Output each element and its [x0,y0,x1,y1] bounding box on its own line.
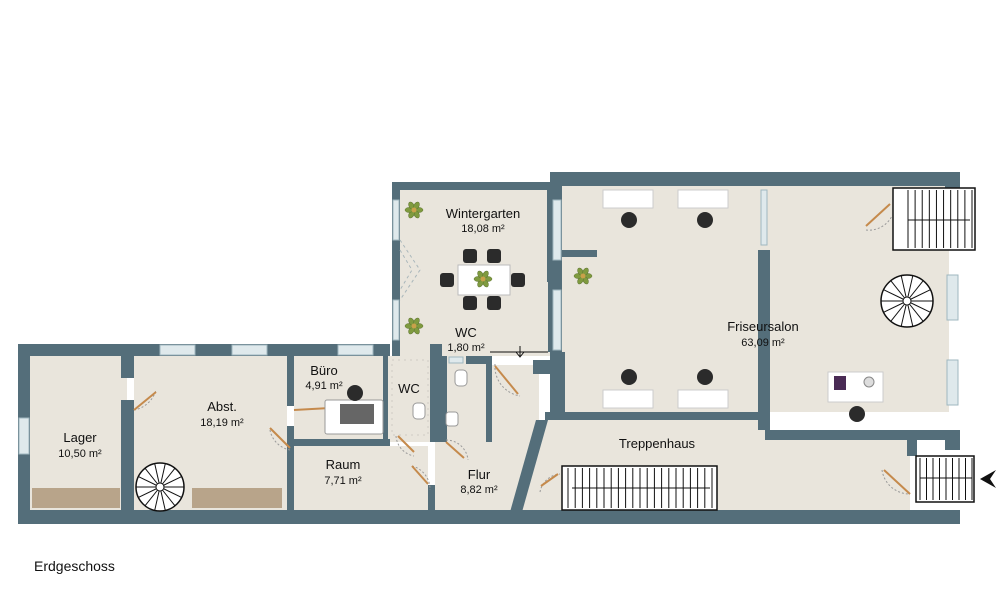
room-name-wintergarten: Wintergarten [446,206,520,221]
room-name-friseursalon: Friseursalon [727,319,799,334]
shelf [192,488,282,508]
room-labels: Lager 10,50 m² Abst. 18,19 m² Büro 4,91 … [58,206,798,496]
shelf [32,488,120,508]
window [159,344,196,356]
floor-lager [30,356,127,510]
window [760,189,768,246]
room-name-lager: Lager [63,430,97,445]
plant-icon [473,270,493,288]
door [133,389,157,411]
chair [463,249,477,263]
chair [849,406,865,422]
door [269,427,291,451]
window [231,344,268,356]
door [293,407,331,411]
door [539,473,561,493]
furniture [324,189,884,436]
desk-item [834,376,846,390]
room-name-raum: Raum [326,457,361,472]
office-equipment [340,404,374,424]
room-area-abst: 18,19 m² [200,417,244,429]
room-area-raum: 7,71 m² [324,475,362,487]
toilet [412,402,426,420]
entrance-stair [915,455,975,503]
window [552,289,562,351]
window [18,417,30,455]
chair [621,369,637,385]
door [445,439,469,461]
door [395,435,415,457]
salon-stair [892,187,976,251]
window [946,359,959,406]
room-name-flur: Flur [468,467,491,482]
chair [697,369,713,385]
chair [697,212,713,228]
room-area-buero: 4,91 m² [305,380,343,392]
chair [621,212,637,228]
room-area-wc: 1,80 m² [447,342,485,354]
chair [487,249,501,263]
room-name-abst: Abst. [207,399,237,414]
spiral-stair [880,274,934,328]
window [946,274,959,321]
room-area-lager: 10,50 m² [58,448,102,460]
desk [677,389,729,409]
window [448,356,464,364]
desk [602,189,654,209]
glazing-lines [399,239,421,301]
chair [463,296,477,310]
room-name-wc-small: WC [398,381,420,396]
plants [404,201,593,335]
door [490,346,548,358]
shelves [32,488,282,508]
room-name-buero: Büro [310,363,337,378]
floor-wc-small [388,356,435,442]
room-area-wintergarten: 18,08 m² [461,223,505,235]
room-area-flur: 8,82 m² [460,484,498,496]
door [411,465,431,491]
door [881,469,911,495]
room-name-wc: WC [455,325,477,340]
floor-name: Erdgeschoss [34,558,115,574]
desk-item [863,376,875,388]
window [337,344,374,356]
chair [347,385,363,401]
spiral-stair [135,462,185,512]
doors [133,203,911,495]
room-area-friseursalon: 63,09 m² [741,337,785,349]
plant-icon [404,201,424,219]
door [494,363,521,397]
window [392,299,400,341]
door [865,203,893,231]
entrance-arrow-icon [980,470,996,488]
plant-icon [404,317,424,335]
sink [445,411,459,427]
toilet [454,369,468,387]
chair [440,273,454,287]
desk [677,189,729,209]
floor-raum [294,446,428,510]
desk [602,389,654,409]
plant-icon [573,267,593,285]
stairs [135,187,976,512]
tile-floor [391,359,429,436]
windows [18,189,959,455]
chair [487,296,501,310]
room-name-treppenhaus: Treppenhaus [619,436,696,451]
window [392,199,400,241]
chair [511,273,525,287]
window [552,199,562,261]
